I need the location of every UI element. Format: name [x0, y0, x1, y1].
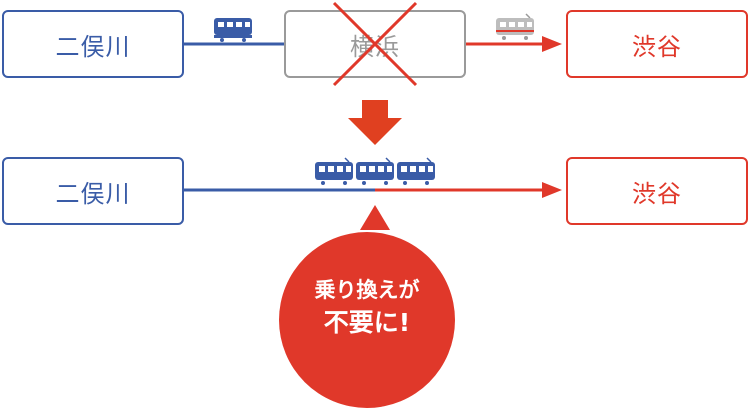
bottom-arrowhead-icon	[542, 182, 562, 198]
bottom-destination-label: 渋谷	[632, 179, 682, 208]
top-origin-label: 二俣川	[55, 32, 131, 61]
down-arrow-icon	[348, 100, 402, 145]
callout-bubble	[279, 205, 455, 408]
top-destination-label: 渋谷	[632, 32, 682, 61]
callout-text: 乗り換えが 不要に!	[282, 275, 452, 341]
callout-line2: 不要に!	[323, 308, 411, 337]
top-origin-station: 二俣川	[2, 10, 184, 78]
bottom-train-icon	[315, 157, 435, 185]
top-blue-train-icon	[214, 18, 252, 42]
bottom-destination-station: 渋谷	[566, 157, 748, 225]
top-arrowhead-icon	[542, 36, 562, 52]
bottom-origin-label: 二俣川	[55, 179, 131, 208]
top-via-station: 横浜	[284, 10, 466, 78]
bottom-origin-station: 二俣川	[2, 157, 184, 225]
top-via-label: 横浜	[350, 32, 400, 61]
callout-line1: 乗り換えが	[314, 278, 420, 302]
top-gray-train-icon	[496, 13, 534, 40]
top-destination-station: 渋谷	[566, 10, 748, 78]
